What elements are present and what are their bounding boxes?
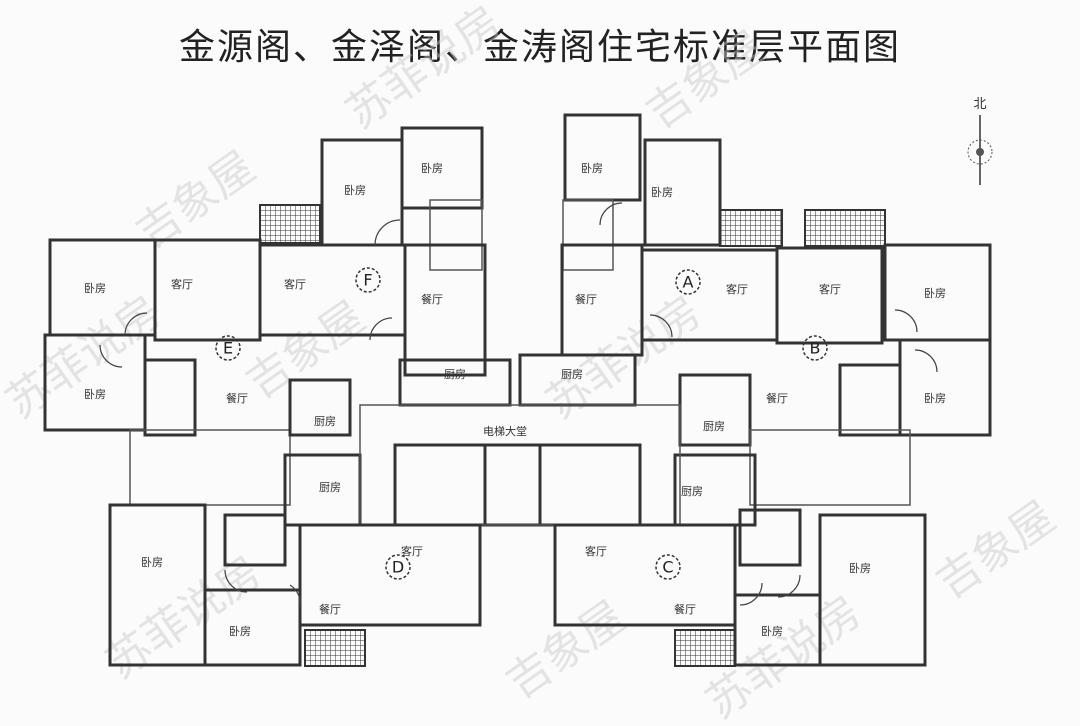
room-label: 卧房: [229, 625, 251, 638]
walls: [43, 113, 992, 667]
room-label: 餐厅: [674, 602, 696, 616]
room-label: 厨房: [681, 485, 703, 498]
watermark: 吉象屋: [497, 592, 634, 709]
room-label: 卧房: [84, 282, 106, 295]
unit-b: B 客厅 卧房 餐厅 卧房 厨房: [703, 282, 946, 433]
unit-label: B: [810, 339, 821, 358]
room-label: 厨房: [314, 415, 336, 428]
room-label: 厨房: [319, 481, 341, 494]
watermark: 苏菲说房: [337, 0, 510, 139]
unit-f: F 卧房 卧房 客厅 餐厅 厨房: [284, 162, 466, 381]
room-label: 厨房: [703, 420, 725, 433]
unit-label: F: [363, 271, 372, 290]
room-label: 厨房: [561, 368, 583, 381]
room-label: 餐厅: [421, 292, 443, 306]
unit-label: E: [223, 339, 233, 358]
room-label: 餐厅: [575, 292, 597, 306]
room-label: 卧房: [141, 556, 163, 569]
watermark: 吉象屋: [637, 22, 774, 139]
unit-label: C: [662, 558, 673, 577]
north-compass-icon: 北: [967, 97, 993, 185]
watermark: 吉象屋: [237, 292, 374, 409]
room-label: 卧房: [924, 392, 946, 405]
unit-c: C 厨房 客厅 餐厅 卧房 卧房: [585, 485, 871, 638]
room-label: 卧房: [849, 562, 871, 575]
room-label: 卧房: [421, 162, 443, 175]
room-label: 厨房: [444, 368, 466, 381]
room-label: 客厅: [585, 544, 607, 558]
room-label: 卧房: [924, 287, 946, 300]
room-label: 餐厅: [226, 391, 248, 405]
room-label: 客厅: [726, 282, 748, 296]
watermark: 苏菲说房: [97, 546, 270, 689]
room-label: 卧房: [581, 162, 603, 175]
room-label: 客厅: [284, 277, 306, 291]
unit-label: D: [392, 558, 404, 577]
room-label: 客厅: [171, 277, 193, 291]
room-label: 卧房: [84, 388, 106, 401]
room-label: 卧房: [344, 184, 366, 197]
room-label: 餐厅: [319, 602, 341, 616]
watermark: 吉象屋: [927, 492, 1064, 609]
room-label: 客厅: [819, 282, 841, 296]
room-label: 客厅: [401, 544, 423, 558]
unit-a: A 卧房 卧房 餐厅 客厅 厨房: [561, 162, 748, 381]
plan-title: 金源阁、金泽阁、金涛阁住宅标准层平面图: [178, 27, 901, 68]
unit-e: E 卧房 客厅 卧房 餐厅 厨房: [84, 277, 336, 428]
room-label: 卧房: [761, 625, 783, 638]
unit-d: D 厨房 卧房 客厅 餐厅 卧房: [141, 481, 423, 638]
compass-north-label: 北: [973, 97, 986, 112]
room-label: 餐厅: [766, 391, 788, 405]
elevator-lobby-label: 电梯大堂: [483, 424, 527, 438]
room-label: 卧房: [651, 186, 673, 199]
unit-label: A: [683, 273, 694, 292]
